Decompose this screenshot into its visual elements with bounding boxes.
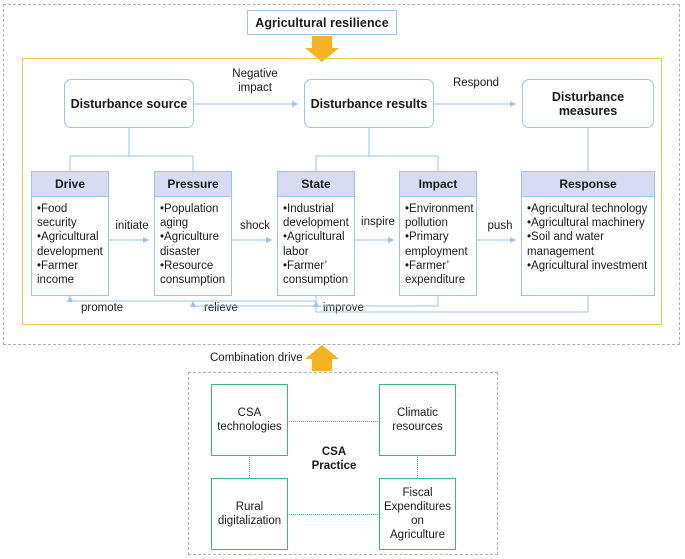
chain-box-disturbance-measures: Disturbance measures [522, 79, 654, 128]
dpsir-header-pressure: Pressure [154, 171, 232, 197]
dpsir-flow-label-inspire: inspire [361, 216, 395, 228]
dpsir-feedback-label-improve: improve [323, 302, 364, 314]
dpsir-item: Farmer’ consumption [283, 259, 350, 287]
dpsir-header-response: Response [521, 171, 655, 197]
dpsir-item: Agricultural development [37, 230, 104, 258]
dpsir-item: Food security [37, 202, 104, 230]
dpsir-item: Primary employment [405, 230, 472, 258]
dpsir-column-pressure: Pressure Population aging Agriculture di… [154, 171, 232, 296]
dpsir-column-state: State Industrial development Agricultura… [277, 171, 355, 296]
chain-box-label: Disturbance results [310, 96, 428, 111]
csa-practice-label: CSA Practice [311, 446, 357, 472]
agricultural-resilience-title-box: Agricultural resilience [247, 10, 397, 35]
csa-connector-bottom [289, 514, 378, 515]
chain-arrow-label-respond: Respond [452, 77, 500, 89]
dpsir-flow-label-shock: shock [239, 220, 271, 232]
dpsir-item: Farmer income [37, 259, 104, 287]
chain-box-disturbance-results: Disturbance results [304, 79, 434, 128]
dpsir-item: Agricultural investment [527, 259, 650, 273]
dpsir-header-drive: Drive [31, 171, 109, 197]
csa-connector-left [249, 457, 250, 478]
dpsir-item: Population aging [160, 202, 227, 230]
chain-box-label: Disturbance source [70, 96, 188, 111]
dpsir-item: Soil and water management [527, 230, 650, 258]
dpsir-feedback-label-relieve: relieve [204, 302, 238, 314]
dpsir-item: Agricultural labor [283, 230, 350, 258]
dpsir-frame [22, 58, 662, 325]
dpsir-body-impact: Environment pollution Primary employment… [399, 197, 477, 296]
csa-connector-top [289, 421, 378, 422]
dpsir-body-response: Agricultural technology Agricultural mac… [521, 197, 655, 296]
dpsir-item: Resource consumption [160, 259, 227, 287]
combination-drive-label: Combination drive [210, 352, 303, 364]
chain-box-disturbance-source: Disturbance source [64, 79, 194, 128]
dpsir-header-state: State [277, 171, 355, 197]
dpsir-body-pressure: Population aging Agriculture disaster Re… [154, 197, 232, 296]
dpsir-body-state: Industrial development Agricultural labo… [277, 197, 355, 296]
page-title: Agricultural resilience [255, 15, 389, 30]
dpsir-item: Industrial development [283, 202, 350, 230]
dpsir-column-response: Response Agricultural technology Agricul… [521, 171, 655, 296]
dpsir-column-impact: Impact Environment pollution Primary emp… [399, 171, 477, 296]
dpsir-item: Farmer’ expenditure [405, 259, 472, 287]
dpsir-item: Agricultural machinery [527, 216, 650, 230]
dpsir-header-impact: Impact [399, 171, 477, 197]
csa-box-climatic-resources: Climatic resources [379, 384, 456, 456]
csa-connector-right [417, 457, 418, 478]
dpsir-flow-label-push: push [487, 220, 513, 232]
dpsir-item: Agriculture disaster [160, 230, 227, 258]
dpsir-column-drive: Drive Food security Agricultural develop… [31, 171, 109, 296]
dpsir-body-drive: Food security Agricultural development F… [31, 197, 109, 296]
chain-box-label: Disturbance measures [551, 89, 625, 118]
dpsir-flow-label-initiate: initiate [115, 220, 149, 232]
dpsir-item: Agricultural technology [527, 202, 650, 216]
csa-box-csa-technologies: CSA technologies [211, 384, 288, 456]
csa-practice-boundary [188, 372, 498, 555]
chain-arrow-label-negative-impact: Negative impact [232, 68, 278, 94]
csa-box-rural-digitalization: Rural digitalization [211, 478, 288, 550]
dpsir-feedback-label-promote: promote [81, 302, 124, 314]
csa-box-fiscal-expenditures: Fiscal Expenditures on Agriculture [379, 478, 456, 550]
resilience-system-boundary [3, 4, 680, 345]
dpsir-item: Environment pollution [405, 202, 474, 230]
